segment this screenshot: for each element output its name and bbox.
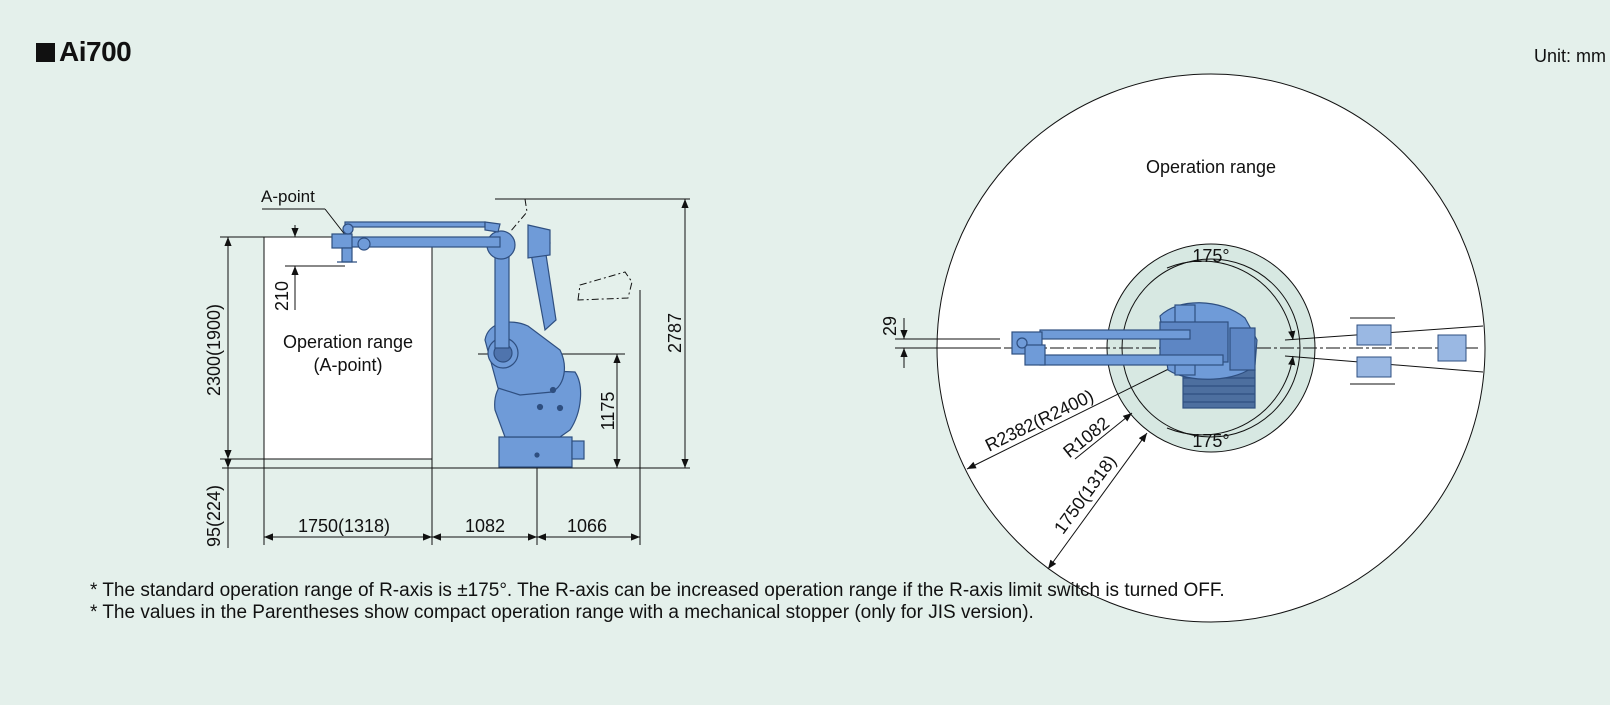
model-title: Ai700: [36, 36, 132, 68]
dim-range-width: 1750(1318): [298, 516, 390, 536]
robot-side-view-illustration: [331, 221, 585, 468]
dim-total-height: 2787: [665, 313, 685, 353]
angle-bottom-label: 175°: [1192, 431, 1229, 451]
dim-base-offset: 95(224): [204, 485, 224, 547]
notes-section: * The standard operation range of R-axis…: [90, 580, 1225, 624]
note-r-axis-range: * The standard operation range of R-axis…: [90, 580, 1225, 601]
dim-shoulder-height: 1175: [598, 392, 618, 431]
top-range-label: Operation range: [1146, 157, 1276, 177]
dim-rear-reach: 1066: [567, 516, 607, 536]
rear-gripper-positions: [1350, 317, 1467, 385]
side-view-diagram: [220, 198, 690, 548]
dim-line-top-range-width: [1047, 432, 1148, 570]
dim-a-point-offset: 210: [272, 281, 292, 311]
title-square-icon: [36, 42, 55, 62]
note-parentheses: * The values in the Parentheses show com…: [90, 602, 1034, 623]
unit-label: Unit: mm: [1534, 46, 1606, 66]
a-point-label: A-point: [261, 187, 315, 206]
dim-top-offset: 29: [880, 316, 900, 336]
dim-range-height: 2300(1900): [204, 304, 224, 396]
angle-top-label: 175°: [1192, 246, 1229, 266]
side-range-label-line1: Operation range: [283, 332, 413, 352]
model-name: Ai700: [59, 36, 132, 67]
dim-inner-reach: 1082: [465, 516, 505, 536]
side-range-label-line2: (A-point): [313, 355, 382, 375]
robot-top-view-illustration: [1011, 302, 1258, 409]
